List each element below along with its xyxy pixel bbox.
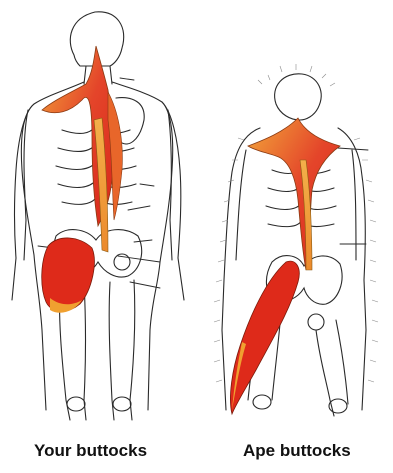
ape-gluteus	[230, 261, 299, 414]
ape-head	[275, 74, 322, 120]
human-muscles	[42, 46, 123, 313]
ape-fur	[214, 64, 378, 382]
anatomy-illustration	[0, 0, 393, 430]
human-gluteus	[42, 238, 95, 311]
ape-caption: Ape buttocks	[243, 441, 351, 461]
human-caption: Your buttocks	[34, 441, 147, 461]
ape-trapezius	[248, 118, 340, 270]
